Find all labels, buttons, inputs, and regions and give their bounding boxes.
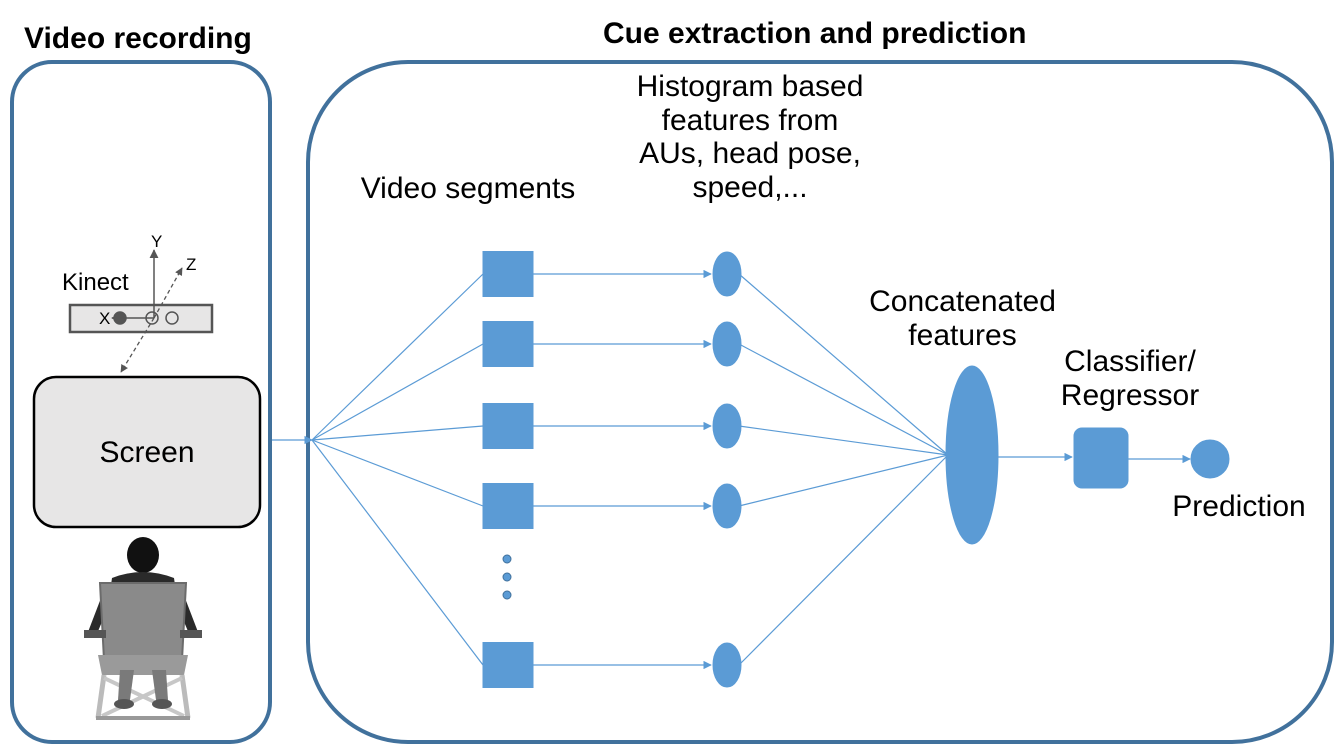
pipeline-nodes — [482, 251, 1230, 688]
fan-edge-1 — [311, 273, 484, 441]
feature-to-concat-edge-2 — [738, 343, 949, 456]
feature-node-4 — [712, 483, 742, 529]
fan-edge-5 — [311, 439, 484, 666]
pipeline-edges — [272, 269, 1191, 670]
classifier-regressor-label: Classifier/ Regressor — [1040, 345, 1220, 412]
video-segment-node-1 — [482, 251, 534, 297]
feature-to-concat-edge-4 — [738, 454, 949, 507]
seated-person-icon — [84, 537, 202, 720]
feature-node-3 — [712, 403, 742, 449]
concatenated-features-label: Concatenated features — [845, 285, 1080, 352]
concatenated-features-line-1: Concatenated — [869, 285, 1056, 318]
prediction-node — [1190, 439, 1230, 479]
feature-to-concat-edge-3 — [738, 425, 949, 456]
classifier-node — [1073, 427, 1129, 489]
fan-edge-4 — [311, 439, 484, 507]
video-segment-node-2 — [482, 321, 534, 367]
fan-edge-3 — [311, 425, 484, 441]
prediction-label: Prediction — [1172, 490, 1306, 523]
screen-box — [32, 375, 262, 529]
video-segment-node-5 — [482, 642, 534, 688]
video-segment-node-4 — [482, 483, 534, 529]
fan-edge-2 — [311, 343, 484, 441]
feature-to-concat-edge-1 — [738, 273, 949, 456]
feature-to-concat-edge-5 — [738, 454, 949, 666]
axis-z-label: Z — [186, 255, 197, 274]
histogram-features-line-4: speed,... — [692, 170, 808, 204]
pipeline-frame — [306, 60, 1334, 744]
pipeline-title: Cue extraction and prediction — [603, 17, 1027, 50]
coordinate-axes-icon — [111, 249, 183, 373]
histogram-features-line-2: features from — [661, 103, 839, 137]
recording-title: Video recording — [24, 22, 252, 55]
classifier-line-2: Regressor — [1060, 378, 1200, 412]
screen-label: Screen — [99, 436, 195, 469]
axis-y-label: Y — [151, 232, 163, 251]
concatenated-features-node — [945, 365, 999, 545]
histogram-features-line-3: AUs, head pose, — [639, 137, 861, 171]
recording-frame — [10, 60, 272, 744]
classifier-line-1: Classifier/ — [1064, 345, 1196, 378]
feature-node-2 — [712, 321, 742, 367]
histogram-features-label: Histogram based features from AUs, head … — [600, 70, 900, 204]
feature-node-5 — [712, 642, 742, 688]
more-segments-ellipsis — [502, 554, 512, 600]
feature-node-1 — [712, 251, 742, 297]
concatenated-features-line-2: features — [908, 318, 1017, 352]
axis-x-label: X — [99, 309, 111, 328]
histogram-features-line-1: Histogram based — [636, 70, 864, 103]
video-segment-node-3 — [482, 403, 534, 449]
video-segments-label: Video segments — [360, 172, 576, 205]
kinect-label: Kinect — [62, 269, 129, 296]
